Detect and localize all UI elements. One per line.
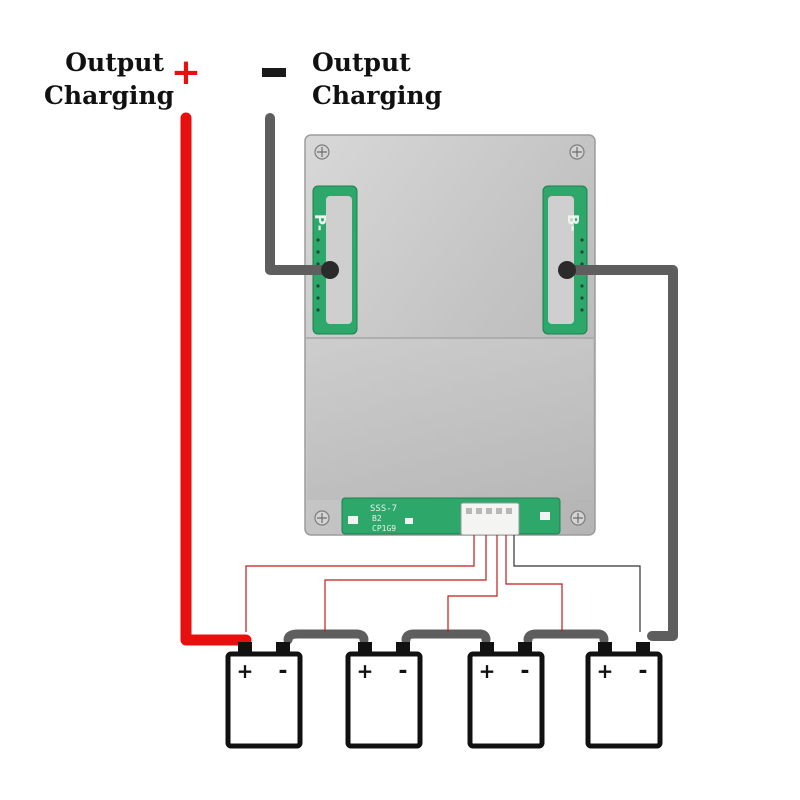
battery-minus-label: - xyxy=(638,659,647,684)
output-charging-negative-label: Output Charging xyxy=(312,46,472,112)
series-link-2-3 xyxy=(401,629,491,645)
negative-label-line1: Output xyxy=(312,48,411,77)
bms-board: P- B- xyxy=(304,134,596,536)
series-link-1-2 xyxy=(283,629,369,645)
battery-minus-label: - xyxy=(398,659,407,684)
battery-cell-1: +- xyxy=(225,642,303,749)
battery-cell-2: +- xyxy=(345,642,423,749)
positive-sign: + xyxy=(171,52,201,93)
positive-label-line1: Output xyxy=(65,48,164,77)
battery-minus-label: - xyxy=(520,659,529,684)
negative-output-wire xyxy=(265,113,335,275)
negative-sign xyxy=(262,68,286,77)
b-minus-wire xyxy=(562,265,678,641)
b-minus-terminal xyxy=(558,261,576,279)
battery-cell-4: +- xyxy=(585,642,663,749)
balance-wires xyxy=(245,535,641,632)
negative-label-line2: Charging xyxy=(312,81,443,110)
right-vias xyxy=(580,238,584,312)
silk-text-3: CP1G9 xyxy=(372,524,396,533)
positive-label-line2: Charging xyxy=(44,81,175,110)
battery-plus-label: + xyxy=(237,659,254,683)
silk-text-1: SSS-7 xyxy=(370,504,397,514)
battery-plus-label: + xyxy=(357,659,374,683)
p-minus-terminal xyxy=(321,261,339,279)
b-minus-label: B- xyxy=(564,214,582,232)
corner-screws xyxy=(314,144,586,526)
positive-output-wire xyxy=(180,112,252,646)
p-minus-label: P- xyxy=(311,214,329,231)
balance-connector xyxy=(460,502,520,536)
board-lower-plate xyxy=(307,338,593,500)
battery-cell-3: +- xyxy=(467,642,545,749)
battery-minus-label: - xyxy=(278,659,287,684)
left-vias xyxy=(316,238,320,312)
silk-text-2: B2 xyxy=(372,514,382,523)
output-charging-positive-label: Output Charging xyxy=(44,46,175,112)
series-link-3-4 xyxy=(523,629,609,645)
battery-plus-label: + xyxy=(479,659,496,683)
battery-pack: +-+-+-+- xyxy=(225,642,663,749)
battery-plus-label: + xyxy=(597,659,614,683)
